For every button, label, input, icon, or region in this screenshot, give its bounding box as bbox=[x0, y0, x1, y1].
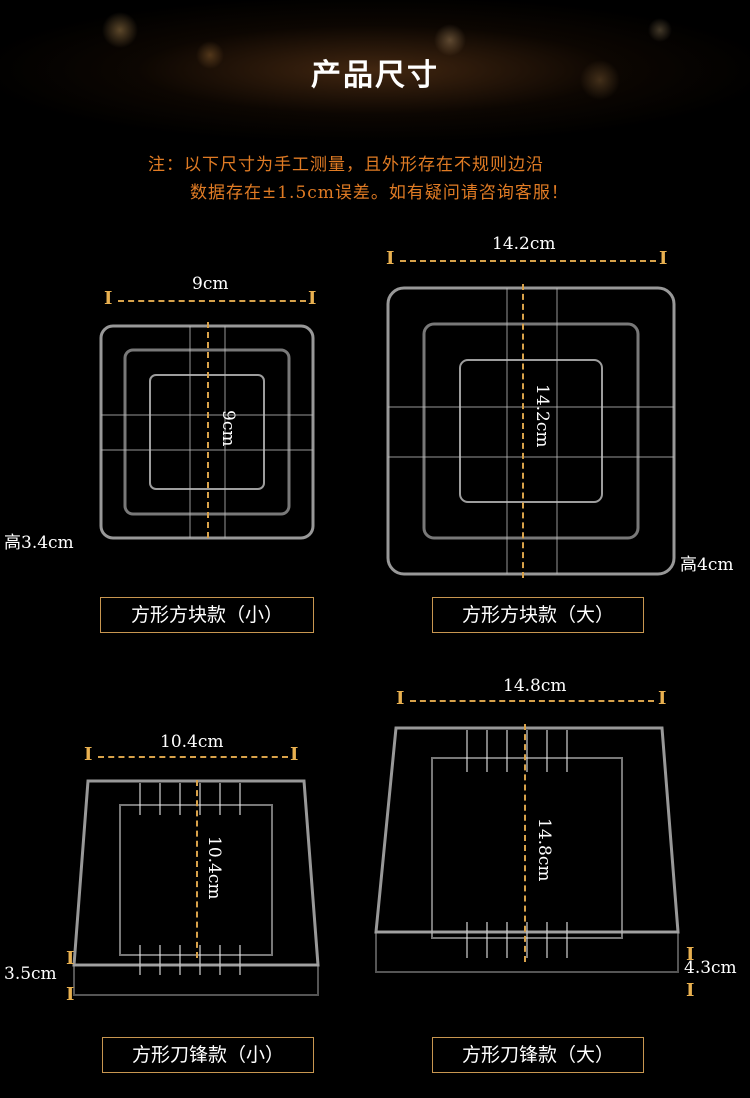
width-dash-line bbox=[98, 756, 288, 758]
width-label: 14.2cm bbox=[492, 234, 556, 254]
dim-cap: I bbox=[66, 984, 75, 1005]
bokeh-header-bg bbox=[0, 0, 750, 140]
note-line-2: 数据存在±1.5cm误差。如有疑问请咨询客服！ bbox=[190, 183, 569, 203]
width-label: 10.4cm bbox=[160, 732, 224, 752]
dim-cap: I bbox=[290, 744, 299, 765]
dim-cap: I bbox=[396, 688, 405, 709]
note-line-1: 注：以下尺寸为手工测量，且外形存在不规则边沿 bbox=[148, 155, 544, 175]
width-dash-line bbox=[400, 260, 656, 262]
product-label: 方形方块款（小） bbox=[100, 597, 314, 633]
dim-cap: I bbox=[308, 288, 317, 309]
dim-cap: I bbox=[386, 248, 395, 269]
dim-cap: I bbox=[84, 744, 93, 765]
depth-dash-line bbox=[207, 322, 209, 538]
page-title: 产品尺寸 bbox=[311, 58, 439, 93]
width-label: 9cm bbox=[192, 274, 229, 294]
square-block-tray-large bbox=[386, 286, 676, 576]
dim-cap: I bbox=[658, 688, 667, 709]
product-label: 方形刀锋款（小） bbox=[102, 1037, 314, 1073]
height-label: 3.5cm bbox=[4, 964, 57, 984]
depth-dash-line bbox=[524, 724, 526, 962]
depth-label: 10.4cm bbox=[204, 836, 224, 900]
height-label: 高4cm bbox=[680, 555, 734, 575]
width-dash-line bbox=[118, 300, 306, 302]
dim-cap: I bbox=[659, 248, 668, 269]
height-label: 4.3cm bbox=[684, 958, 737, 978]
depth-label: 14.8cm bbox=[534, 818, 554, 882]
height-label: 高3.4cm bbox=[4, 533, 74, 553]
dim-cap: I bbox=[104, 288, 113, 309]
depth-label: 14.2cm bbox=[532, 384, 552, 448]
depth-dash-line bbox=[522, 284, 524, 578]
dim-cap: I bbox=[66, 948, 75, 969]
width-dash-line bbox=[410, 700, 654, 702]
blade-edge-tray-large bbox=[374, 726, 680, 973]
depth-label: 9cm bbox=[218, 410, 238, 447]
depth-dash-line bbox=[196, 780, 198, 958]
dim-cap: I bbox=[686, 944, 695, 965]
dim-cap: I bbox=[686, 980, 695, 1001]
product-label: 方形刀锋款（大） bbox=[432, 1037, 644, 1073]
width-label: 14.8cm bbox=[503, 676, 567, 696]
product-label: 方形方块款（大） bbox=[432, 597, 644, 633]
